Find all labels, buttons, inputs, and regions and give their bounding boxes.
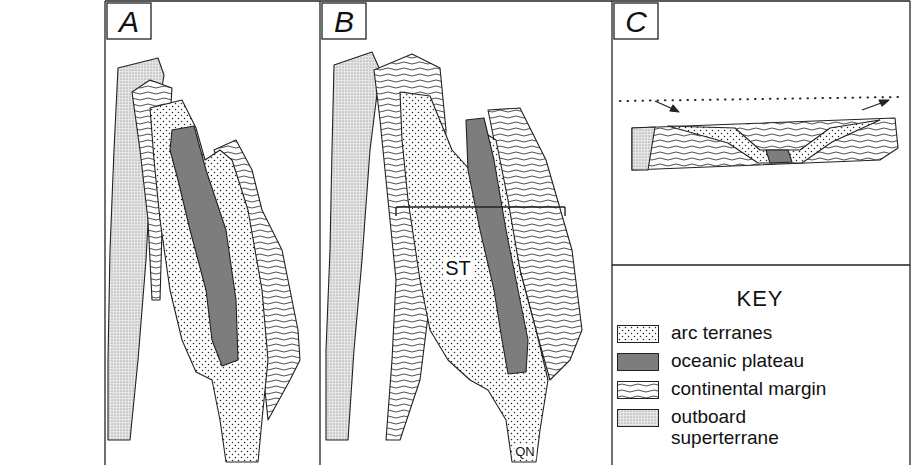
legend-heading: KEY (736, 287, 783, 311)
legend-text: arc terranes (671, 322, 841, 344)
swatch-pattern (618, 326, 658, 342)
legend-swatch (617, 409, 659, 427)
swatch-fill (618, 410, 658, 426)
legend-row: arc terranes (617, 322, 841, 344)
legend-text: continental margin (671, 378, 841, 400)
section-bracket (396, 207, 565, 216)
panel-frames (105, 1, 910, 465)
legend-row: outboard superterrane (617, 406, 841, 450)
legend-swatch (617, 325, 659, 343)
swatch-pattern (618, 410, 658, 426)
legend-swatch (617, 381, 659, 399)
swatch-fill (618, 326, 658, 342)
legend-row: oceanic plateau (617, 350, 841, 372)
legend-swatch (617, 353, 659, 371)
panel-letter: C (625, 5, 647, 38)
terrane-label: ST (443, 257, 473, 279)
map-a (108, 58, 300, 462)
map-b (326, 52, 582, 462)
legend-row: continental margin (617, 378, 841, 400)
legend-text: oceanic plateau (671, 350, 841, 372)
cross-section (620, 97, 900, 170)
legend: arc terranes oceanic plateau continental m… (617, 322, 841, 455)
swatch-fill (618, 382, 658, 398)
legend-text: outboard superterrane (671, 406, 841, 450)
panel-letter: B (334, 5, 354, 38)
panel-letter: A (119, 5, 139, 38)
terrane-label: QN (514, 445, 536, 459)
swatch-pattern (618, 382, 658, 398)
